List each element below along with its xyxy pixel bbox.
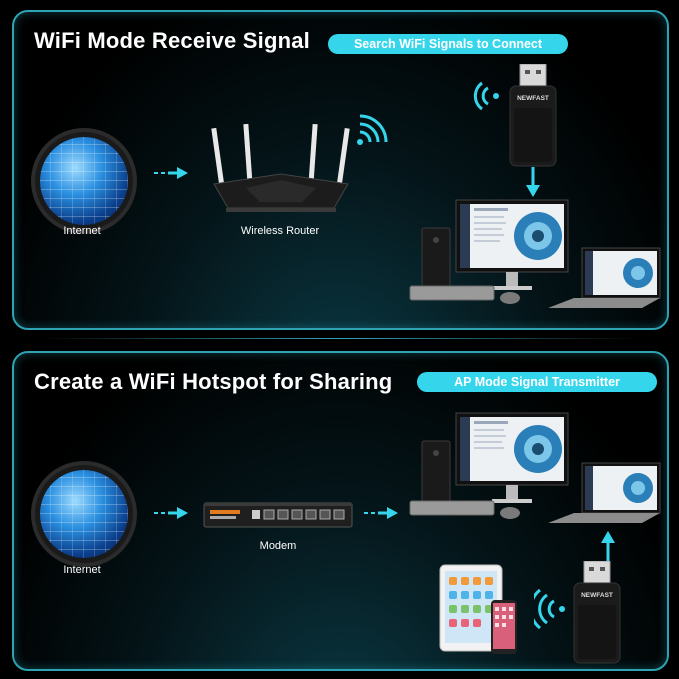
mode-pill: AP Mode Signal Transmitter [417,372,657,392]
wifi-signal-icon [473,81,499,111]
globe-icon [40,137,128,225]
keyboard-icon [409,500,520,519]
arrow-right-icon [364,507,398,519]
router-label: Wireless Router [240,225,320,237]
arrow-up-icon [601,531,615,561]
monitor-icon [455,412,569,503]
section-divider [40,338,640,339]
panel-hotspot: Create a WiFi Hotspot for Sharing AP Mod… [12,351,669,671]
keyboard-icon [409,285,520,304]
panel-title: WiFi Mode Receive Signal [34,28,310,53]
wifi-signal-icon [534,589,565,629]
usb-wifi-adapter-icon: NEWFAST [509,64,557,167]
arrow-right-icon [154,507,188,519]
brand-label: NEWFAST [581,592,613,599]
brand-label: NEWFAST [517,95,549,102]
globe-icon [40,470,128,558]
wifi-signal-icon [357,114,388,145]
panel-wifi-receive: WiFi Mode Receive Signal Search WiFi Sig… [12,10,669,330]
monitor-icon [455,199,569,290]
laptop-icon [548,462,661,523]
modem-icon [203,502,353,528]
tablet-icon [439,564,503,652]
router-icon [211,123,350,212]
arrow-right-icon [154,167,188,179]
panel-title: Create a WiFi Hotspot for Sharing [34,369,393,394]
phone-icon [491,600,517,654]
usb-wifi-adapter-icon: NEWFAST [573,561,621,664]
pc-tower-icon [421,227,451,297]
internet-label: Internet [63,564,101,576]
modem-label: Modem [259,540,297,552]
arrow-down-icon [526,167,540,197]
laptop-icon [548,247,661,308]
mode-pill: Search WiFi Signals to Connect [328,34,568,54]
internet-label: Internet [63,225,101,237]
